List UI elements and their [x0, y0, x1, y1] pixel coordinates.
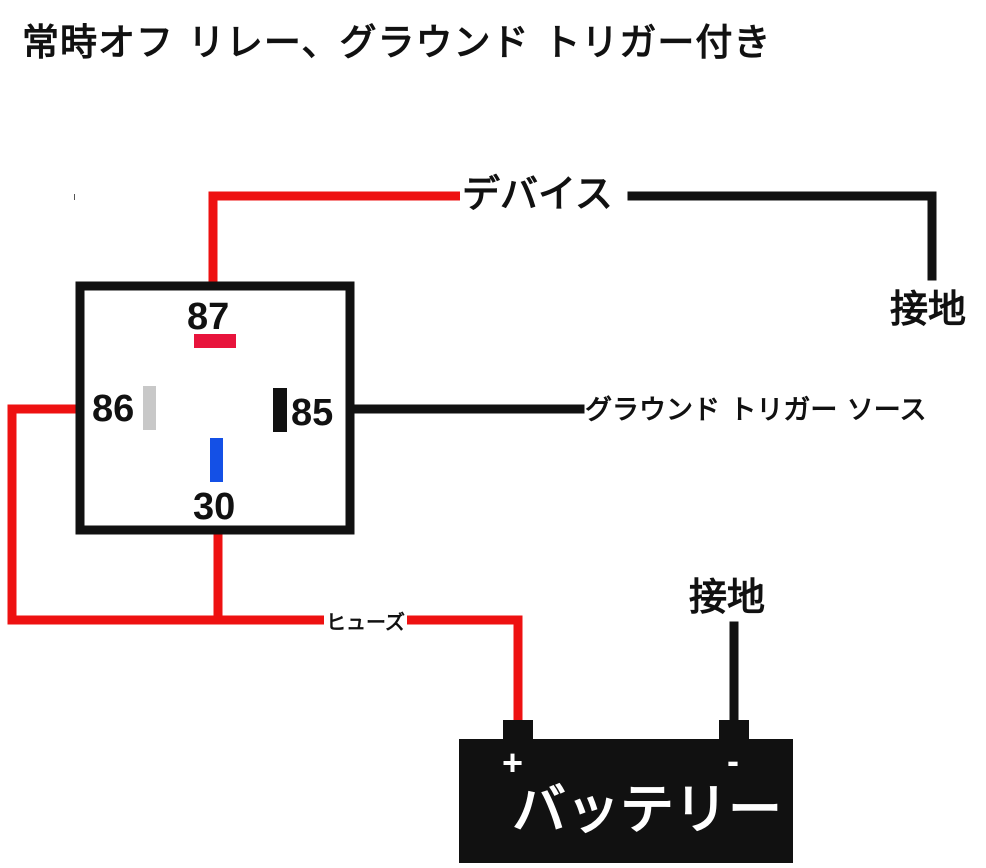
pin85-marker: [273, 388, 287, 432]
pin-86-label: 86: [92, 388, 135, 430]
ground-label-bottom: 接地: [689, 575, 766, 619]
wire-87-to-device: [208, 191, 467, 291]
battery-terminal-positive: [503, 720, 533, 742]
battery-label: バッテリー: [512, 778, 782, 841]
wire-fuse-to-battery: [213, 615, 523, 727]
trigger-source-label: グラウンド トリガー ソース: [585, 395, 927, 426]
battery-terminal-negative: [719, 720, 749, 742]
ground-wires: [345, 191, 937, 727]
pin-85-label: 85: [291, 392, 334, 434]
ground-label-top: 接地: [890, 287, 967, 331]
speck: [74, 194, 75, 200]
positive-wires: [7, 191, 523, 727]
diagram-title: 常時オフ リレー、グラウンド トリガー付き: [22, 21, 772, 64]
wire-device-to-ground: [627, 191, 937, 281]
pin87-marker: [194, 334, 236, 348]
battery-body: [459, 739, 793, 863]
fuse-label: ヒューズ: [324, 610, 407, 634]
pin86-marker: [143, 386, 156, 430]
battery-positive-symbol: +: [502, 742, 524, 783]
device-label: デバイス: [460, 172, 615, 216]
wire-86-loop: [7, 404, 223, 625]
pin-87-label: 87: [187, 296, 230, 338]
pin30-marker: [210, 438, 223, 482]
pin-30-label: 30: [193, 486, 236, 528]
battery-negative-symbol: -: [727, 740, 739, 781]
relay-box: [75, 281, 355, 535]
